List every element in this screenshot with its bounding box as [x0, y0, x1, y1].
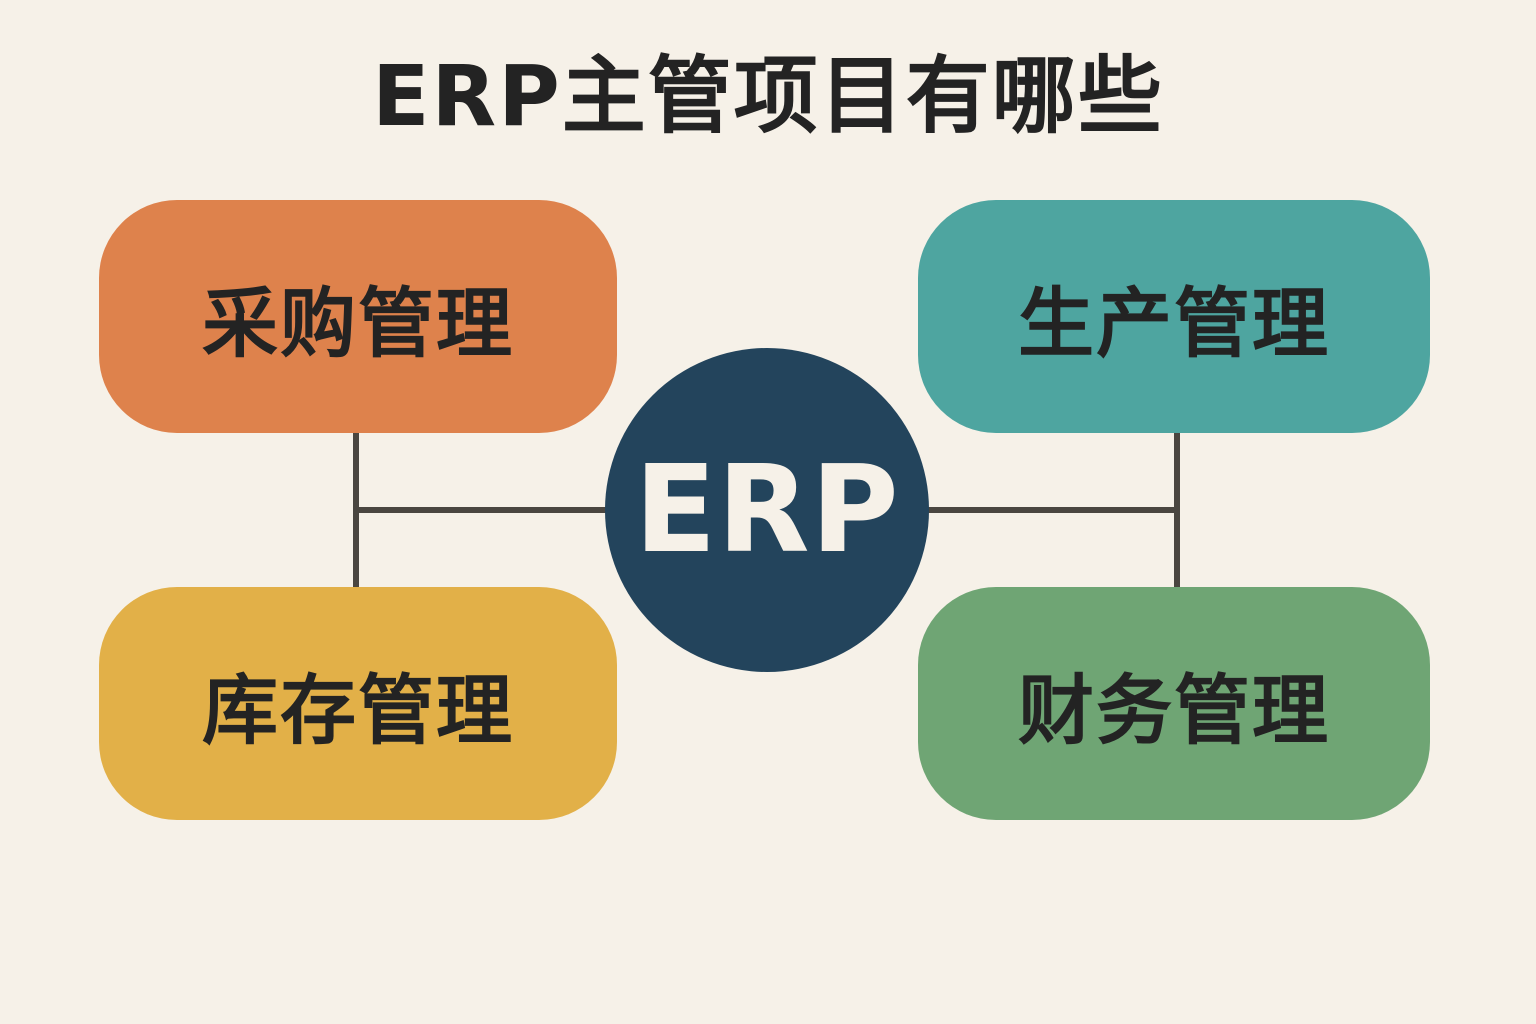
module-label: 库存管理 [202, 665, 514, 755]
module-purchasing: 采购管理 [99, 200, 617, 433]
connector-right-horizontal [925, 507, 1180, 513]
module-label: 生产管理 [1018, 278, 1330, 368]
hub-label: ERP [634, 440, 900, 580]
module-label: 采购管理 [202, 278, 514, 368]
erp-hub-circle: ERP [605, 348, 929, 672]
connector-left-horizontal [353, 507, 609, 513]
diagram-title: ERP主管项目有哪些 [372, 47, 1164, 145]
module-inventory: 库存管理 [99, 587, 617, 820]
module-finance: 财务管理 [918, 587, 1430, 820]
module-production: 生产管理 [918, 200, 1430, 433]
module-label: 财务管理 [1018, 665, 1330, 755]
